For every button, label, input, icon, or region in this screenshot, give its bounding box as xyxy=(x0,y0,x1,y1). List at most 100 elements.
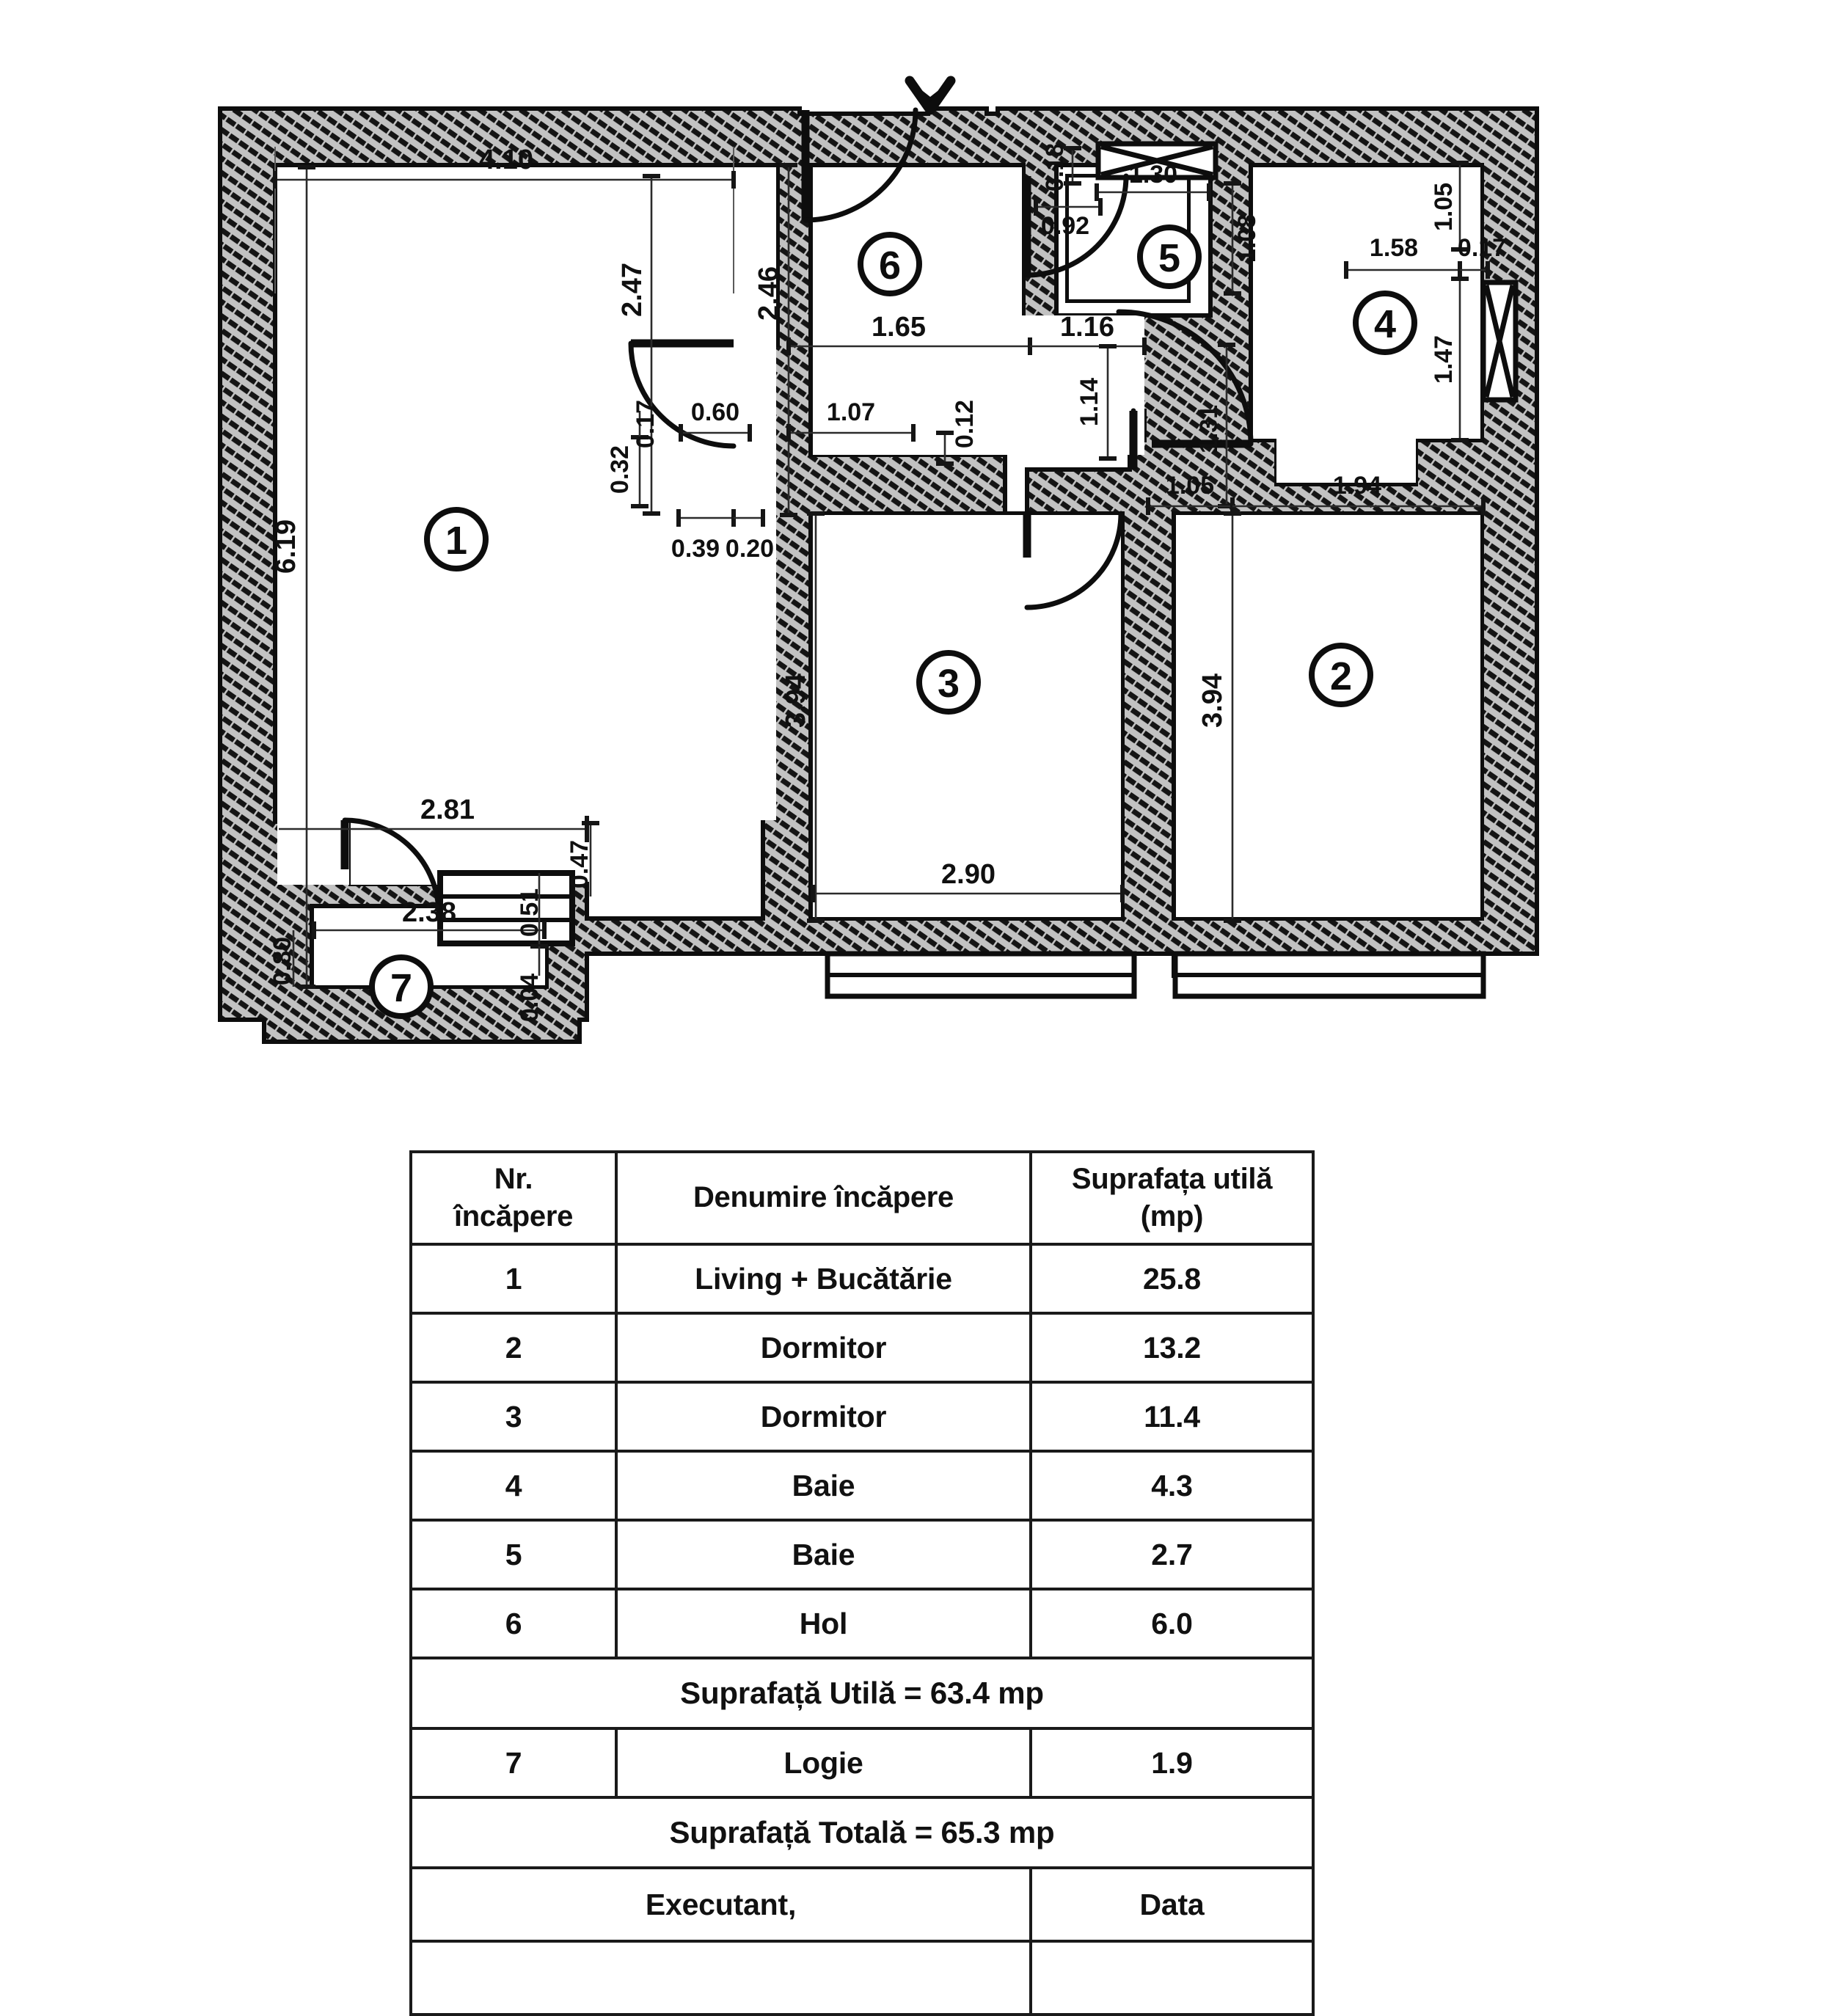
dim-label: 3.94 xyxy=(781,673,811,728)
dim-label: 0.04 xyxy=(516,974,544,1022)
cell-area: 13.2 xyxy=(1029,1312,1315,1384)
room-2-floor xyxy=(1176,515,1480,917)
room-tag-4: 4 xyxy=(1353,291,1417,355)
dim-0-32: 0.32 xyxy=(606,435,649,508)
footer-executant: Executant, xyxy=(409,1866,1032,1943)
dim-label: 2.46 xyxy=(753,266,784,321)
table-row: 3 Dormitor 11.4 xyxy=(409,1381,1315,1453)
dim-label: 1.16 xyxy=(1060,312,1114,343)
dim-label: 1.05 xyxy=(1166,472,1214,500)
table-row: 2 Dormitor 13.2 xyxy=(409,1312,1315,1384)
dim-label: 0.18 xyxy=(1041,143,1069,191)
dim-label: 1.07 xyxy=(827,398,875,426)
dim-4-10: 4.10 xyxy=(273,145,736,293)
dim-1-07: 1.07 xyxy=(786,398,916,442)
dim-1-94: 1.94 xyxy=(1232,472,1486,515)
dim-0-17a: 0.17 xyxy=(632,400,660,448)
cell-nr: 5 xyxy=(409,1519,618,1590)
dim-label: 1.05 xyxy=(1430,183,1458,231)
room-tag-label: 2 xyxy=(1330,654,1352,698)
dim-0-39: 0.39 xyxy=(671,509,736,563)
cell-name: Baie xyxy=(615,1519,1032,1590)
cell-name: Logie xyxy=(615,1727,1032,1799)
dim-label: 1.31 xyxy=(1195,405,1223,453)
table-row-subtotal: Suprafață Utilă = 63.4 mp xyxy=(409,1657,1315,1730)
dim-0-12: 0.12 xyxy=(936,400,979,466)
room-tag-6: 6 xyxy=(858,232,922,296)
table-row: 4 Baie 4.3 xyxy=(409,1450,1315,1522)
dim-label: 1.08 xyxy=(1233,214,1261,263)
dim-0-60: 0.60 xyxy=(679,398,752,442)
dim-label: 3.94 xyxy=(1197,673,1228,728)
window-room-2 xyxy=(1172,951,1486,999)
dim-0-17b: 0.17 xyxy=(1458,234,1506,279)
cell-area: 4.3 xyxy=(1029,1450,1315,1522)
cell-area: 2.7 xyxy=(1029,1519,1315,1590)
room-1-floor xyxy=(277,167,776,820)
room-3-floor xyxy=(813,515,1121,917)
dim-label: 0.60 xyxy=(691,398,739,426)
cell-name: Hol xyxy=(615,1588,1032,1659)
dim-label: 0.12 xyxy=(951,400,979,448)
header-suprafata-utila: Suprafața utilă (mp) xyxy=(1029,1150,1315,1246)
dim-label: 2.38 xyxy=(402,897,456,928)
footer-data: Data xyxy=(1029,1866,1315,1943)
dim-label: 1.65 xyxy=(872,312,926,343)
room-schedule-table: Nr. încăpere Denumire încăpere Suprafața… xyxy=(409,1150,1315,2016)
dim-label: 1.30 xyxy=(1129,161,1177,189)
dim-2-90: 2.90 xyxy=(811,859,1125,902)
table-row: 6 Hol 6.0 xyxy=(409,1588,1315,1659)
dim-3-94a: 3.94 xyxy=(781,511,825,923)
table-row-footer-blank xyxy=(409,1940,1315,2016)
entrance-arrow-icon xyxy=(905,76,956,115)
room-tag-label: 5 xyxy=(1158,236,1180,280)
dim-0-47: 0.47 xyxy=(566,821,599,896)
dim-label: 0.17 xyxy=(632,400,660,448)
cell-area: 25.8 xyxy=(1029,1243,1315,1315)
room-schedule: Nr. încăpere Denumire încăpere Suprafața… xyxy=(409,1150,1315,2016)
door-room-3 xyxy=(1023,511,1124,610)
dim-0-80: 0.80 xyxy=(268,930,296,987)
dim-1-65: 1.65 xyxy=(786,312,1032,355)
door-room-4 xyxy=(1116,309,1254,448)
header-nr-line2: încăpere xyxy=(453,1200,574,1232)
dim-label: 1.58 xyxy=(1370,234,1418,262)
cell-nr: 3 xyxy=(409,1381,618,1453)
vent-icon-room-5 xyxy=(1095,141,1219,180)
dim-label: 0.80 xyxy=(268,937,296,985)
dim-1-30: 1.30 xyxy=(1095,161,1211,201)
dim-1-14: 1.14 xyxy=(1075,344,1117,461)
room-tag-1: 1 xyxy=(424,507,489,571)
room-4-floor-b xyxy=(1276,439,1416,483)
dim-2-47: 2.47 xyxy=(617,174,660,516)
header-area-line1: Suprafața utilă xyxy=(1071,1162,1273,1195)
dim-0-18: 0.18 xyxy=(1041,143,1081,191)
cell-name: Dormitor xyxy=(615,1312,1032,1384)
cell-nr: 2 xyxy=(409,1312,618,1384)
dim-1-58: 1.58 xyxy=(1344,234,1462,279)
dim-label: 0.20 xyxy=(726,535,774,563)
cell-name: Baie xyxy=(615,1450,1032,1522)
room-tag-label: 6 xyxy=(879,244,901,288)
header-nr-line1: Nr. xyxy=(494,1162,533,1195)
room-tag-5: 5 xyxy=(1137,224,1202,289)
windows xyxy=(437,141,1519,999)
dim-label: 0.51 xyxy=(516,888,544,937)
table-row: 1 Living + Bucătărie 25.8 xyxy=(409,1243,1315,1315)
room-tag-label: 3 xyxy=(938,662,960,706)
window-room-3 xyxy=(825,951,1137,999)
dim-label: 0.92 xyxy=(1041,212,1089,240)
cell-nr: 4 xyxy=(409,1450,618,1522)
dim-label: 0.47 xyxy=(566,840,593,888)
dim-label: 4.10 xyxy=(479,145,533,175)
cell-area: 1.9 xyxy=(1029,1727,1315,1799)
dim-1-05a: 1.05 xyxy=(1430,161,1469,252)
table-row: 5 Baie 2.7 xyxy=(409,1519,1315,1590)
dim-1-05b: 1.05 xyxy=(1146,472,1235,515)
dim-1-08: 1.08 xyxy=(1224,181,1261,296)
dim-label: 2.81 xyxy=(420,795,475,825)
dim-label: 2.47 xyxy=(617,263,648,317)
dim-0-51: 0.51 xyxy=(516,873,548,949)
vent-icon-room-4 xyxy=(1480,280,1519,403)
dim-0-92: 0.92 xyxy=(1034,198,1103,240)
